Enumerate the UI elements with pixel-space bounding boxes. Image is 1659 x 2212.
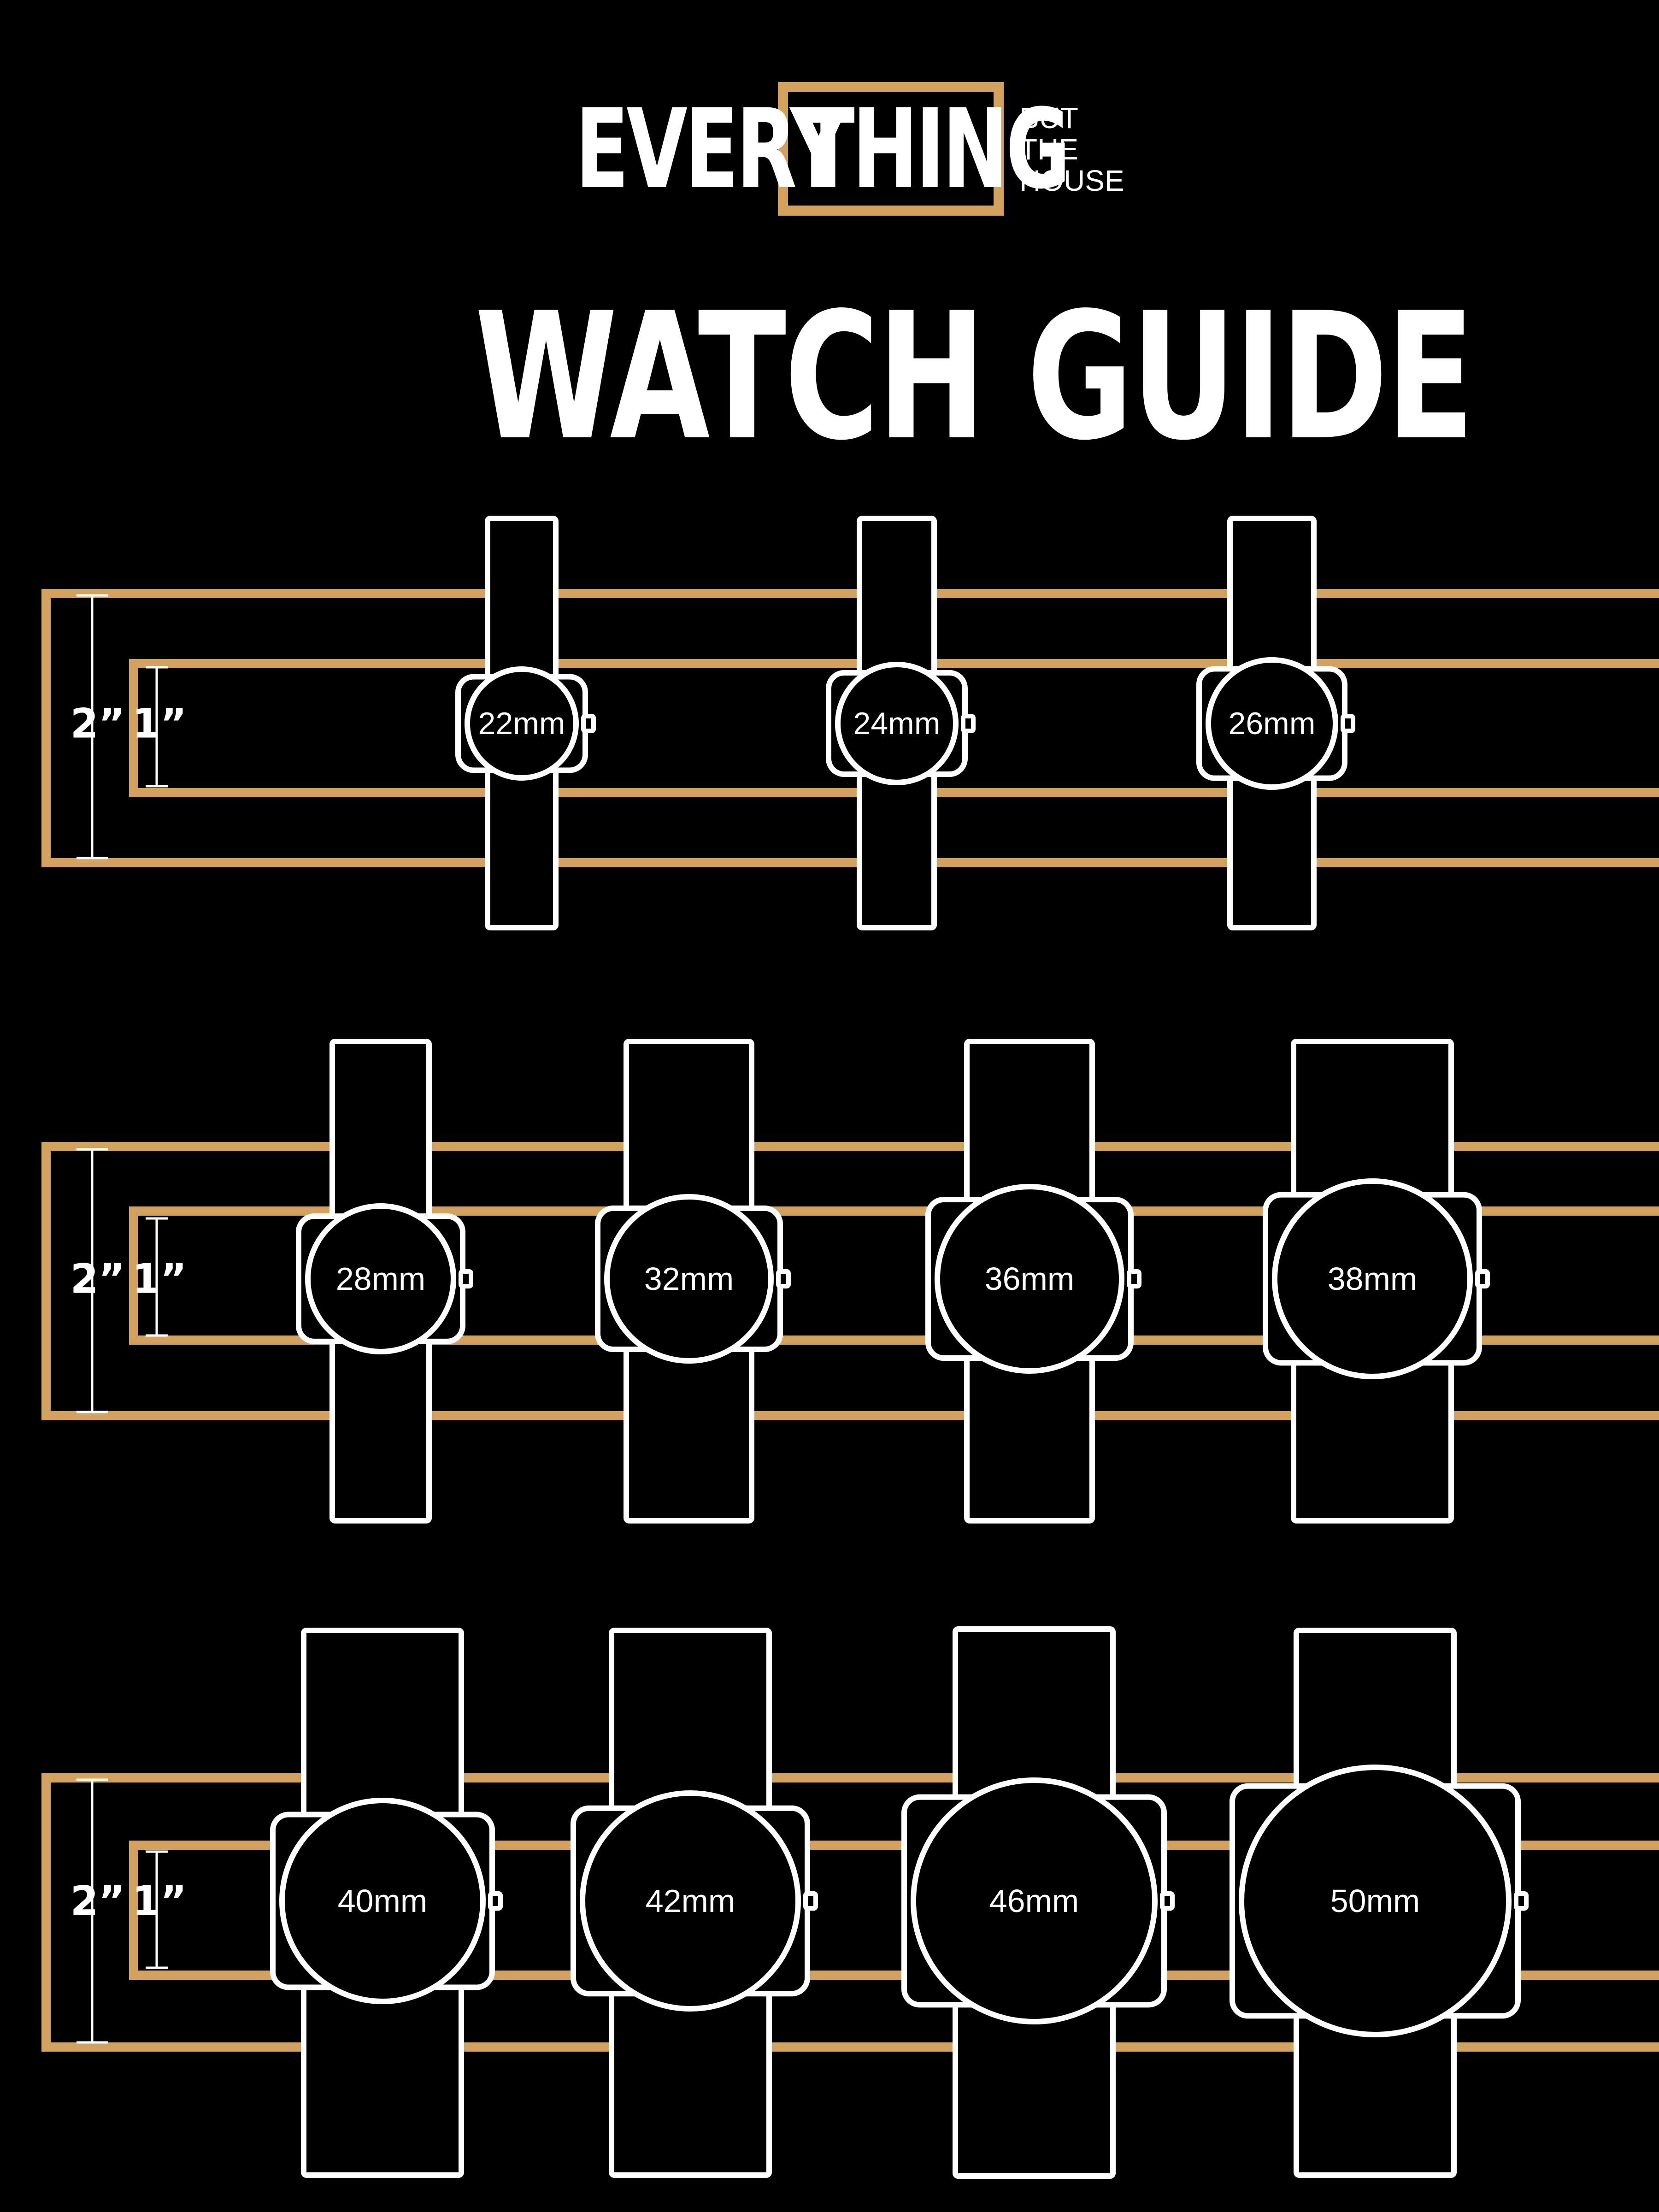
row-2-label-2in: 2” [70, 1255, 125, 1303]
row-1-watch-1-label: 22mm [478, 706, 565, 741]
row-3-watch-3-crown [1160, 1891, 1175, 1911]
logo-word-the: THE [1019, 133, 1078, 166]
row-2-watch-1-crown [459, 1269, 473, 1288]
row-1-watch-3-label: 26mm [1229, 706, 1316, 741]
row-3-watch-3-label: 46mm [989, 1883, 1079, 1919]
logo-frame [778, 82, 1004, 216]
row-2-watch-2-dial [604, 1194, 774, 1364]
row-2-watch-2-label: 32mm [644, 1261, 734, 1297]
row-1-watch-3-crown [1341, 714, 1355, 733]
row-3-watch-1-label: 40mm [338, 1883, 427, 1919]
row-3-label-1in: 1” [132, 1877, 187, 1925]
row-1-tick-2in [76, 594, 108, 859]
row-3-watch-1-dial [279, 1798, 486, 2004]
row-3-watch-2-label: 42mm [646, 1883, 735, 1919]
row-1-label-2in: 2” [70, 700, 125, 747]
row-2-band-2in [41, 1142, 1659, 1420]
page-title: WATCH GUIDE [475, 275, 1475, 479]
row-2-watch-3-dial [935, 1184, 1124, 1374]
row-3-band-1in [129, 1841, 1659, 1980]
row-3-tick-1in [146, 1850, 168, 1969]
logo-word-but: BUT [1019, 101, 1078, 135]
row-1-watch-1-crown [581, 714, 596, 733]
row-1-watch-1-dial [465, 666, 579, 781]
row-2-watch-4-crown [1475, 1269, 1490, 1288]
row-2-tick-1in [146, 1217, 168, 1337]
row-3-watch-4-label: 50mm [1330, 1883, 1420, 1919]
row-3-watch-4-crown [1514, 1891, 1529, 1911]
row-1-watch-2-dial [835, 662, 959, 785]
logo-word-every: EVERY [575, 86, 847, 213]
row-1-tick-1in [146, 666, 168, 788]
row-3-label-2in: 2” [70, 1877, 125, 1925]
row-3-watch-4-dial [1239, 1765, 1512, 2037]
row-2-watch-1-label: 28mm [336, 1261, 425, 1297]
row-2-watch-4-dial [1272, 1178, 1473, 1379]
row-2-watch-3-label: 36mm [985, 1261, 1074, 1297]
row-1-watch-3-dial [1206, 657, 1338, 790]
row-2-watch-2-crown [776, 1269, 791, 1288]
row-1-band-2in [41, 589, 1659, 867]
row-2-tick-2in [76, 1148, 108, 1413]
logo-word-thing: THING [801, 86, 1071, 213]
row-2-band-1in [129, 1206, 1659, 1345]
row-2-watch-3-crown [1127, 1269, 1141, 1288]
row-2-label-1in: 1” [132, 1255, 187, 1303]
row-2-watch-4-label: 38mm [1328, 1261, 1417, 1297]
row-3-tick-2in [76, 1778, 108, 2044]
row-3-watch-2-dial [580, 1790, 801, 2012]
row-3-watch-3-dial [911, 1777, 1158, 2024]
row-3-watch-2-crown [803, 1891, 818, 1911]
row-1-watch-2-label: 24mm [853, 706, 941, 741]
row-3-watch-1-crown [488, 1891, 503, 1911]
row-2-watch-1-dial [305, 1203, 456, 1354]
row-1-watch-2-crown [961, 714, 976, 733]
row-3-band-2in [41, 1773, 1659, 2052]
logo-word-house: HOUSE [1019, 164, 1124, 197]
row-1-label-1in: 1” [132, 700, 187, 747]
